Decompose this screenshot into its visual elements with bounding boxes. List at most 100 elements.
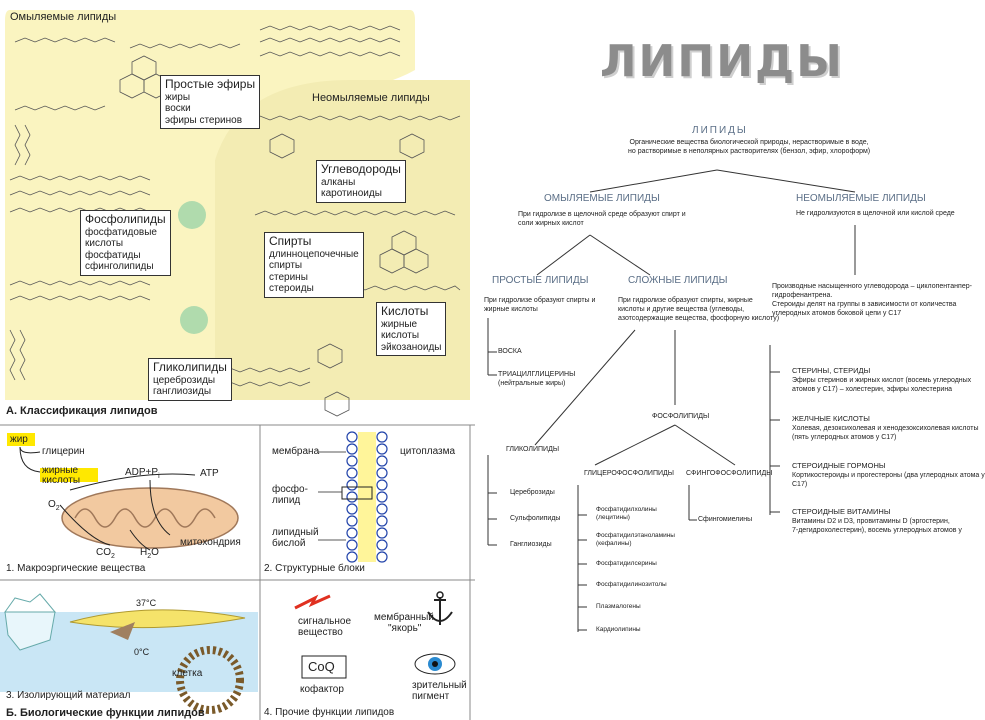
signal-line: вещество (298, 627, 343, 638)
simple-desc-line: жирные кислоты (484, 306, 538, 314)
steroid-group: ЖЕЛЧНЫЕ КИСЛОТЫ Холевая, дезоксихолевая … (792, 414, 979, 442)
alcohols-item: длинноцепочечные (269, 248, 359, 260)
steroid-group-desc: 7-дегидрохолестерин), восемь углеродных … (792, 526, 962, 534)
unsaponifiable-lipids-label: Неомыляемые липиды (312, 92, 430, 104)
triacylglycerols-line: (нейтральные жиры) (498, 380, 566, 388)
simple-desc-line: При гидролизе образуют спирты и (484, 297, 596, 304)
fat-label: жир (10, 434, 28, 445)
membrane-label: мембрана (272, 446, 320, 457)
glycerophospholipid-item: Кардиолипины (596, 626, 641, 633)
alcohols-title: Спирты (269, 234, 312, 248)
saponifiable-desc: При гидролизе в щелочной среде образуют … (518, 210, 686, 228)
root-title: ЛИПИДЫ (692, 125, 748, 136)
bilayer-line: бислой (272, 538, 306, 549)
fatty-acids-line: жирные (42, 465, 79, 476)
steroid-group-title: СТЕРОИДНЫЕ ГОРМОНЫ (792, 461, 886, 470)
phospholipids-item: фосфатидовые (85, 226, 157, 238)
temp-37-label: 37°C (136, 598, 157, 608)
classification-tree-lines (487, 169, 856, 632)
signal-line: сигнальное (298, 616, 352, 627)
signal-label: сигнальное вещество (298, 616, 351, 638)
hydrocarbons-title: Углеводороды (321, 162, 401, 176)
saponifiable-lipids-label: Омыляемые липиды (10, 11, 117, 23)
hydrocarbons-item: каротиноиды (321, 188, 382, 200)
anchor-label: мембранный "якорь" (374, 612, 434, 634)
acids-box: Кислоты жирные кислоты эйкозаноиды (376, 302, 447, 357)
phospholipids-node: ФОСФОЛИПИДЫ (652, 413, 710, 420)
alcohols-item: стероиды (269, 283, 314, 295)
panel4-caption: 4. Прочие функции липидов (264, 707, 395, 718)
complex-lipids-title: СЛОЖНЫЕ ЛИПИДЫ (628, 275, 728, 286)
bilayer-line: липидный (272, 527, 319, 538)
simple-esters-item: эфиры стеринов (165, 114, 243, 126)
acids-item: эйкозаноиды (381, 341, 442, 353)
steroid-desc-line: гидрофенантрена. (772, 292, 833, 300)
phospholipids-item: кислоты (85, 238, 124, 250)
simple-lipids-title: ПРОСТЫЕ ЛИПИДЫ (492, 275, 589, 286)
coq-label: CoQ (308, 659, 335, 674)
glycerophospholipid-item: Фосфатидилинозитолы (596, 581, 667, 588)
steroid-desc: Производные насыщенного углеводорода – ц… (772, 282, 972, 318)
fatty-acids-line: кислоты (42, 475, 81, 486)
steroid-group-desc: (пять углеродных атомов у C17) (792, 433, 897, 441)
steroid-group-desc: Витамины D2 и D3, провитамины D (эргосте… (792, 517, 950, 525)
glycolipid-item: Ганглиозиды (510, 541, 552, 548)
phospholipid-line: фосфо- (272, 484, 308, 495)
adp-text: ADP+P (125, 467, 159, 478)
phospholipids-item: фосфатиды (85, 249, 141, 261)
glycolipid-item: Цереброзиды (510, 489, 555, 496)
caption-a: А. Классификация липидов (6, 405, 158, 417)
h2o-end: O (151, 547, 159, 558)
root-desc-line: но растворимые в неполярных растворителя… (628, 148, 871, 156)
phospholipid-line: липид (272, 495, 301, 506)
phospholipids-item: сфинголипиды (85, 261, 154, 273)
steroid-desc-line: углеродных атомов боковой цепи у C17 (772, 310, 902, 318)
steroid-group: СТЕРОИДНЫЕ ГОРМОНЫ Кортикостероиды и про… (792, 461, 985, 489)
simple-lipids-desc: При гидролизе образуют спирты и жирные к… (484, 296, 595, 314)
steroid-group: СТЕРОИДНЫЕ ВИТАМИНЫ Витамины D2 и D3, пр… (792, 507, 962, 535)
adp-label: ADP+Pi (125, 467, 160, 480)
simple-esters-item: воски (165, 103, 191, 115)
cell-label: клетка (172, 668, 203, 679)
complex-desc-line: кислоты и другие вещества (углеводы, (618, 306, 745, 314)
triacylglycerols-item: ТРИАЦИЛГЛИЦЕРИНЫ (нейтральные жиры) (498, 370, 575, 388)
complex-desc-line: азотсодержащие вещества, фосфорную кисло… (618, 315, 780, 323)
phospholipids-box: Фосфолипиды фосфатидовые кислоты фосфати… (80, 210, 171, 276)
cytoplasm-label: цитоплазма (400, 446, 456, 457)
co2-sub: 2 (111, 553, 115, 560)
steroid-group-title: ЖЕЛЧНЫЕ КИСЛОТЫ (792, 414, 870, 423)
steroid-desc-line: Стероиды делят на группы в зависимости о… (772, 301, 957, 309)
unsaponifiable-desc-line: Не гидролизуются в щелочной или кислой с… (796, 210, 955, 217)
steroid-group-desc: C17) (792, 480, 808, 488)
glycerophospholipid-line: (лецитины) (596, 514, 630, 522)
steroid-group: СТЕРИНЫ, СТЕРИДЫ Эфиры стеринов и жирных… (792, 366, 971, 394)
glycolipids-title: Гликолипиды (153, 360, 227, 374)
glycerophospholipid-line: Фосфатидилхолины (596, 506, 657, 513)
root-desc-line: Органические вещества биологической прир… (629, 139, 869, 146)
glycerophospholipid-line: (кефалины) (596, 540, 632, 548)
sphingophospholipids-node: СФИНГОФОСФОЛИПИДЫ (686, 470, 773, 477)
glycerophospholipid-line: Фосфатидилэтаноламины (596, 532, 675, 539)
complex-lipids-desc: При гидролизе образуют спирты, жирные ки… (618, 296, 779, 323)
glycolipids-item: цереброзиды (153, 374, 216, 386)
fatty-acids-label: жирные кислоты (42, 466, 80, 486)
steroid-group-desc: Эфиры стеринов и жирных кислот (восемь у… (792, 376, 972, 384)
steroid-group-desc: Кортикостероиды и прогестероны (два угле… (792, 471, 985, 479)
saponifiable-desc-line: При гидролизе в щелочной среде образуют … (518, 211, 686, 218)
o2-label: O2 (48, 499, 60, 512)
hydrocarbons-item: алканы (321, 176, 356, 188)
glycerophospholipid-item: Фосфатидилхолины (лецитины) (596, 506, 657, 523)
co2-text: CO (96, 547, 111, 558)
anchor-line: мембранный (374, 612, 434, 623)
simple-esters-item: жиры (165, 91, 191, 103)
glycerophospholipids-node: ГЛИЦЕРОФОСФОЛИПИДЫ (584, 470, 674, 477)
alcohols-item: спирты (269, 260, 303, 272)
acids-item: кислоты (381, 330, 420, 342)
acids-title: Кислоты (381, 304, 429, 318)
acids-item: жирные (381, 318, 418, 330)
phospholipid-label: фосфо- липид (272, 484, 308, 506)
triacylglycerols-line: ТРИАЦИЛГЛИЦЕРИНЫ (498, 371, 576, 378)
left-panel: Омыляемые липиды Неомыляемые липиды Прос… (0, 0, 475, 720)
mitochondrion-label: митохондрия (180, 537, 241, 548)
phospholipids-title: Фосфолипиды (85, 212, 166, 226)
